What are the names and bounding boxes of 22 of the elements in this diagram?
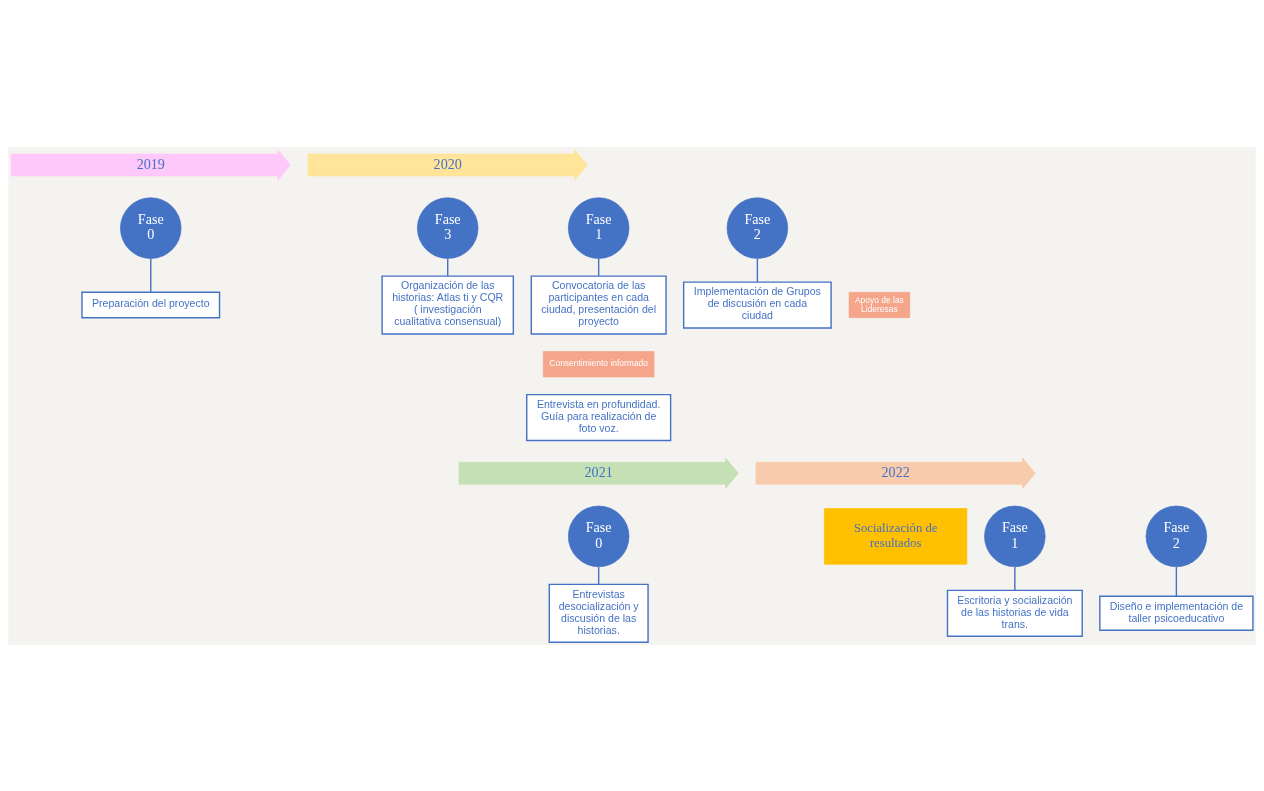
connector (756, 257, 759, 283)
node-box: Entrevistas desocialización y discusión de las historias. (548, 583, 649, 643)
node-box: Consentimiento informado (542, 350, 655, 377)
node-box: Organización de las historias: Atlas ti y CQR ( investigación cualitativa consensual) (381, 274, 515, 335)
node-circle: Fase 1 (568, 196, 630, 259)
node-circle: Fase 2 (726, 196, 789, 259)
node-box: Apoyo de las Lideresas (848, 291, 911, 318)
node-box: Preparación del proyecto (81, 291, 221, 318)
connector (1014, 565, 1016, 591)
node-box: Entrevista en profundidad. Guía para realización de foto voz. (526, 393, 672, 441)
node-circle: Fase 3 (417, 196, 479, 259)
node-box: Socialización de resultados (824, 507, 968, 565)
node-circle: Fase 1 (984, 505, 1046, 567)
node-box: Escritoria y socialización de las historias de vida trans. (946, 589, 1083, 637)
node-box: Convocatoria de las participantes en cada ciudad, presentación del proyecto (530, 274, 667, 335)
node-box: Implementación de Grupos de discusión en cada ciudad (682, 280, 832, 329)
connector (1175, 565, 1178, 597)
node-circle: Fase 0 (568, 505, 630, 567)
node-circle: Fase 0 (120, 196, 182, 259)
node-circle: Fase 2 (1145, 505, 1208, 567)
node-box: Diseño e implementación de taller psicoeducativo (1099, 595, 1254, 631)
connector (150, 257, 152, 293)
